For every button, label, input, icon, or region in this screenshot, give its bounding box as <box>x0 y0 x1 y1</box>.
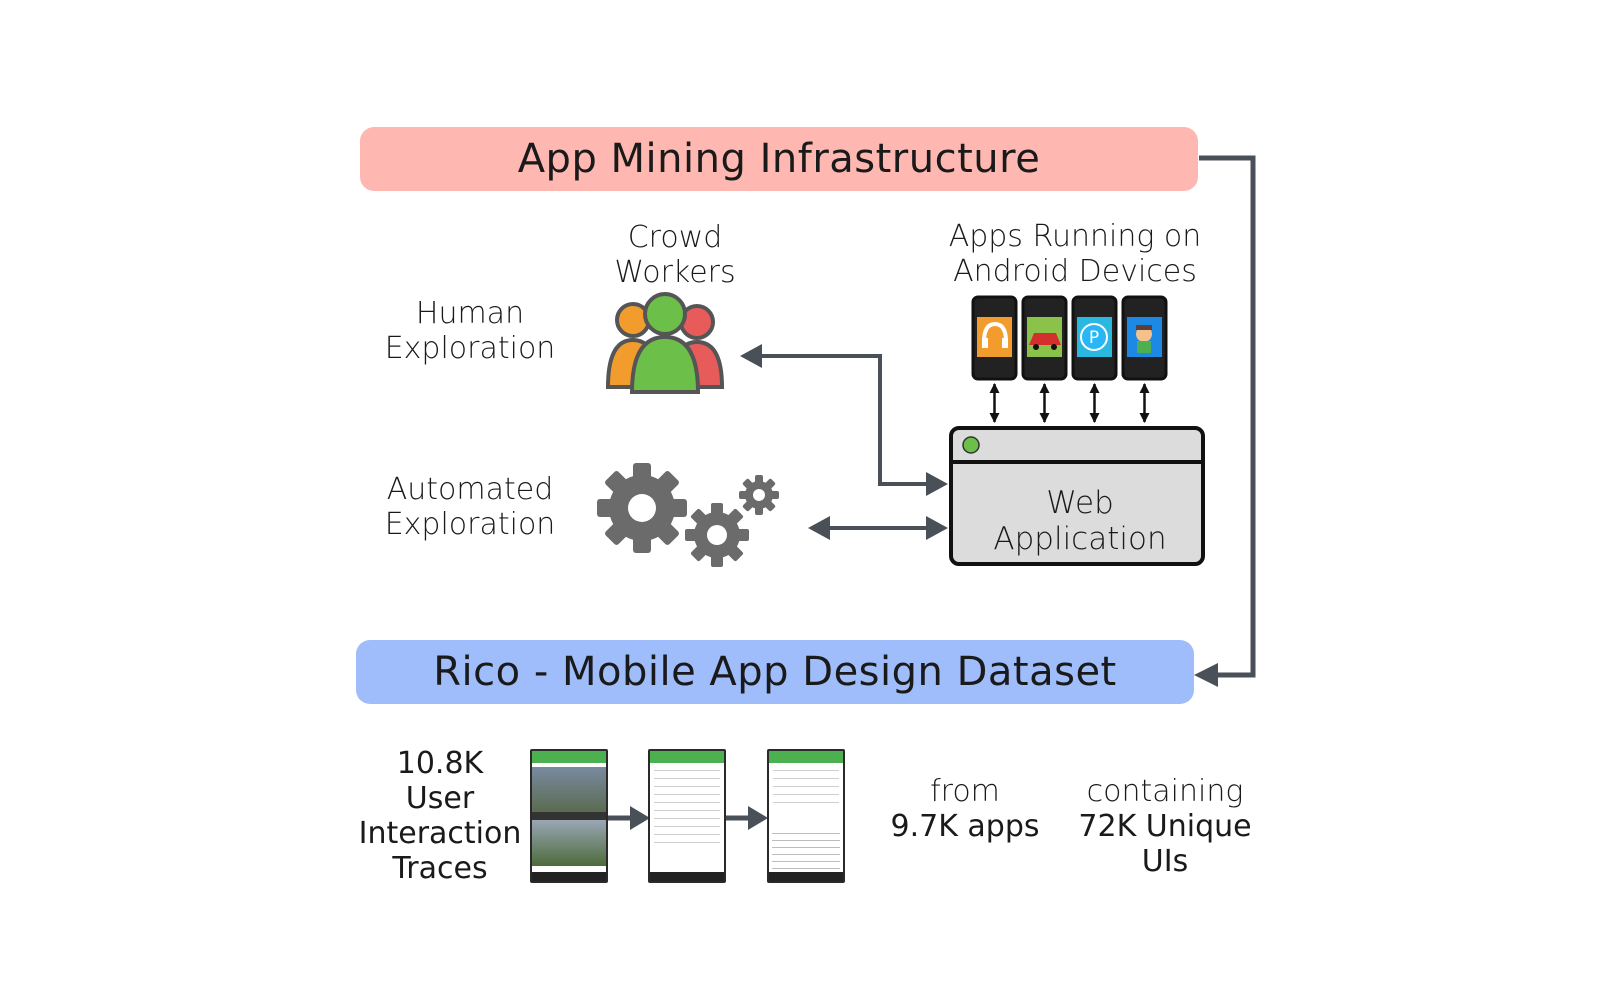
trace-screenshot-2 <box>648 749 726 883</box>
web-application-window <box>949 426 1205 566</box>
phone-webapp-arrows <box>989 383 1150 423</box>
automated-exploration-label: Automated Exploration <box>384 472 556 542</box>
web-application-label: Web Application <box>993 485 1167 557</box>
human-exploration-label: Human Exploration <box>384 296 556 366</box>
gears-icon <box>597 463 779 567</box>
trace-screenshot-1 <box>530 749 608 883</box>
apps-stat: from 9.7K apps <box>890 774 1040 844</box>
apps-running-label: Apps Running on Android Devices <box>948 219 1202 289</box>
webapp-arrowhead-top <box>926 472 948 496</box>
infrastructure-to-dataset-arrow <box>1194 155 1256 687</box>
crowd-arrowhead <box>740 344 762 368</box>
trace-screenshot-3 <box>767 749 845 883</box>
svg-text:P: P <box>1089 328 1099 348</box>
game-character-app-icon <box>1127 317 1162 357</box>
rico-dataset-banner: Rico - Mobile App Design Dataset <box>356 640 1194 704</box>
crowd-workers-label: Crowd Workers <box>614 220 736 290</box>
crowd-workers-icon <box>605 292 725 394</box>
p-letter-app-icon: P <box>1077 317 1112 357</box>
traces-stat: 10.8K User Interaction Traces <box>358 746 522 886</box>
uis-stat: containing 72K Unique UIs <box>1078 774 1252 879</box>
headphones-app-icon <box>977 317 1012 357</box>
racing-car-app-icon <box>1027 317 1062 357</box>
crowd-webapp-arrow <box>758 354 940 486</box>
app-mining-infrastructure-banner: App Mining Infrastructure <box>360 127 1198 191</box>
